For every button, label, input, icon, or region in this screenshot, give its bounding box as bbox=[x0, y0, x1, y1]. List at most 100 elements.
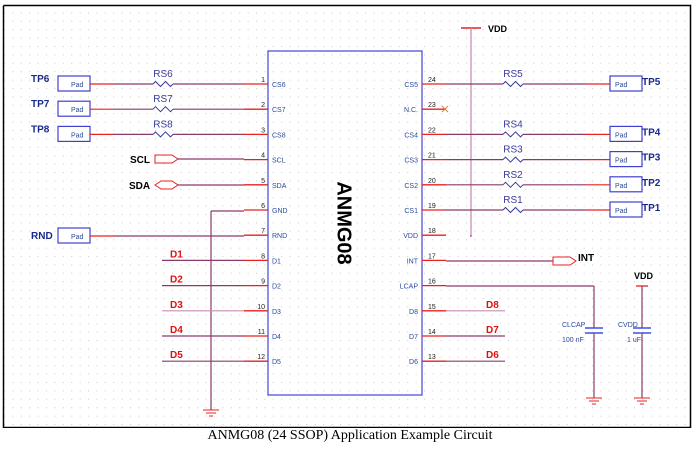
resistor-label: RS7 bbox=[153, 94, 173, 105]
pin-number: 4 bbox=[261, 153, 265, 160]
touch-pad-label: TP8 bbox=[31, 124, 50, 135]
resistor-icon bbox=[152, 80, 174, 88]
ground-icon bbox=[203, 409, 219, 417]
pin-number: 13 bbox=[428, 354, 436, 361]
pad-box bbox=[609, 125, 643, 143]
schematic-diagram: ANMG08 1CS62CS73CS84SCL5SDA6GND7RND8D19D… bbox=[2, 4, 692, 428]
pin-name: N.C. bbox=[404, 107, 418, 114]
ground-icon bbox=[586, 397, 602, 405]
resistor-icon bbox=[502, 131, 524, 138]
pin-name: D2 bbox=[272, 284, 281, 291]
pin-name: SDA bbox=[272, 183, 287, 190]
capacitor-clcap: CLCAP 100 nF bbox=[562, 322, 603, 405]
pin-name: CS5 bbox=[404, 82, 418, 89]
scl-label: SCL bbox=[130, 155, 150, 166]
touch-pad-label: TP4 bbox=[642, 127, 661, 138]
pad-label: Pad bbox=[615, 158, 628, 165]
clcap-value: 100 nF bbox=[562, 337, 584, 344]
pin-name: GND bbox=[272, 208, 288, 215]
sda-label: SDA bbox=[129, 181, 150, 192]
pin-number: 7 bbox=[261, 228, 265, 235]
left-pin-group: 1CS62CS73CS84SCL5SDA6GND7RND8D19D210D311… bbox=[244, 77, 288, 366]
pin-number: 12 bbox=[257, 354, 265, 361]
figure-caption: ANMG08 (24 SSOP) Application Example Cir… bbox=[207, 428, 493, 443]
pin-name: INT bbox=[407, 258, 419, 265]
cvdd-value: 1 uF bbox=[627, 337, 641, 344]
touch-pad-label: TP7 bbox=[31, 99, 50, 110]
pin-number: 24 bbox=[428, 77, 436, 84]
no-connect-marker bbox=[441, 105, 449, 113]
touch-pad-label: TP2 bbox=[642, 178, 661, 189]
pad-label: Pad bbox=[71, 107, 84, 114]
cvdd-name: CVDD bbox=[618, 322, 638, 329]
data-net-right: D7 bbox=[446, 325, 505, 337]
net-label: D7 bbox=[486, 325, 499, 336]
resistor-icon bbox=[502, 206, 524, 214]
pin-number: 19 bbox=[428, 203, 436, 210]
lcap-net bbox=[446, 285, 595, 398]
data-net-right: D6 bbox=[446, 350, 505, 362]
pad-label: Pad bbox=[71, 82, 84, 89]
pin-number: 21 bbox=[428, 153, 436, 160]
resistor-icon bbox=[502, 156, 524, 163]
pad-box bbox=[609, 75, 643, 92]
scl-connector: SCL bbox=[130, 154, 244, 166]
pin-number: 14 bbox=[428, 329, 436, 336]
clcap-name: CLCAP bbox=[562, 322, 586, 329]
pin-number: 17 bbox=[428, 253, 436, 260]
pin-number: 6 bbox=[261, 203, 265, 210]
data-net-left: D2 bbox=[162, 275, 244, 287]
pin-name: D1 bbox=[272, 258, 281, 265]
vdd-cap-label: VDD bbox=[634, 271, 654, 281]
pad-box bbox=[609, 176, 643, 193]
pin-number: 1 bbox=[261, 77, 265, 84]
frame-border bbox=[2, 4, 692, 428]
net-label: D1 bbox=[170, 249, 183, 260]
resistor-icon bbox=[152, 131, 174, 138]
sda-connector: SDA bbox=[129, 180, 244, 192]
pad-box bbox=[609, 151, 643, 168]
pin-name: D3 bbox=[272, 309, 281, 316]
pin-name: LCAP bbox=[400, 284, 419, 291]
pin-number: 23 bbox=[428, 102, 436, 109]
net-label: D4 bbox=[170, 325, 183, 336]
pad-box bbox=[609, 201, 643, 218]
chip-body bbox=[267, 50, 423, 396]
touch-pad-label: TP1 bbox=[642, 203, 661, 214]
rnd-label: RND bbox=[31, 231, 53, 242]
pin-number: 10 bbox=[257, 304, 265, 311]
resistor-label: RS6 bbox=[153, 69, 173, 80]
pin-number: 2 bbox=[261, 102, 265, 109]
capacitor-cvdd: VDD CVDD 1 uF bbox=[618, 271, 654, 405]
input-port-icon bbox=[154, 154, 179, 164]
vdd-top-label: VDD bbox=[488, 24, 508, 34]
right-pin-group: 24CS523N.C.22CS421CS320CS219CS118VDD17IN… bbox=[400, 77, 446, 366]
net-label: D8 bbox=[486, 300, 499, 311]
touch-pad-label: TP6 bbox=[31, 74, 50, 85]
pad-label: Pad bbox=[71, 132, 84, 139]
net-label: D3 bbox=[170, 300, 183, 311]
data-net-left: D1 bbox=[162, 249, 244, 261]
pin-name: CS6 bbox=[272, 82, 286, 89]
chip-pin-left: 9D2 bbox=[244, 279, 281, 291]
